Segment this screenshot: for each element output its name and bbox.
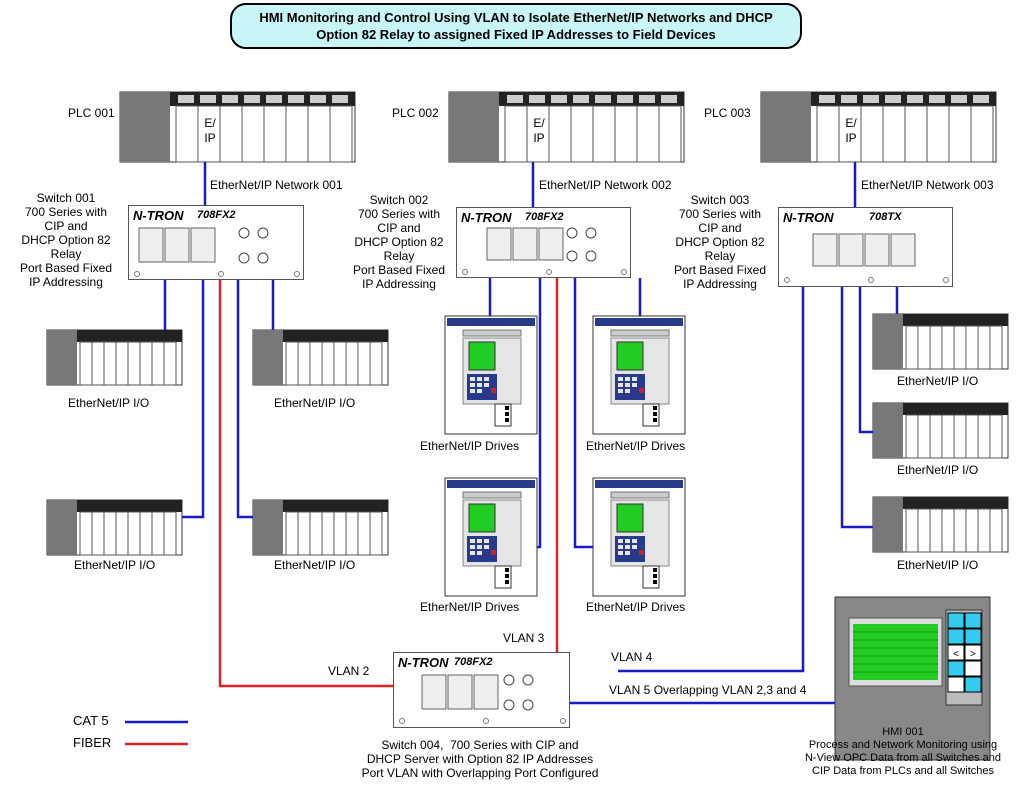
io-label: EtherNet/IP I/O <box>897 374 979 388</box>
switch-brand-logo: N-TRON <box>461 210 512 225</box>
vlan-2-label: VLAN 2 <box>328 664 370 678</box>
plc-002-label: PLC 002 <box>392 106 439 120</box>
switch-ports <box>462 227 627 275</box>
drive-label: EtherNet/IP Drives <box>420 439 520 453</box>
drive <box>592 315 686 435</box>
plc-002-eip-module: E/ IP <box>533 116 545 145</box>
switch-004-label: Switch 004, 700 Series with CIP and DHCP… <box>361 738 599 780</box>
switch-003: N-TRON 708TX <box>778 207 953 287</box>
drive <box>592 477 686 597</box>
io-module <box>872 496 1009 553</box>
io-module <box>46 499 183 556</box>
io-module <box>252 329 389 386</box>
switch-002-label: Switch 002 700 Series with CIP and DHCP … <box>352 193 446 291</box>
plc-001-eip-module: E/ IP <box>204 116 216 145</box>
vlan-4-label: VLAN 4 <box>611 650 653 664</box>
switch-001-label: Switch 001 700 Series with CIP and DHCP … <box>19 191 113 289</box>
io-module <box>872 313 1009 370</box>
switch-brand-logo: N-TRON <box>133 208 184 223</box>
switch-ports <box>134 227 300 277</box>
io-label: EtherNet/IP I/O <box>68 396 150 410</box>
io-label: EtherNet/IP I/O <box>897 558 979 572</box>
plc-003-label: PLC 003 <box>704 106 751 120</box>
title-line-1: HMI Monitoring and Control Using VLAN to… <box>259 10 773 25</box>
plc-001 <box>119 91 356 163</box>
vlan-3-label: VLAN 3 <box>503 631 545 645</box>
legend-fiber-label: FIBER <box>73 735 112 750</box>
drive <box>444 315 538 435</box>
drive <box>444 477 538 597</box>
io-module <box>46 329 183 386</box>
plc-003-eip-module: E/ IP <box>845 116 857 145</box>
switch-model: 708FX2 <box>197 209 236 221</box>
switch-ports <box>784 233 949 283</box>
switch-model: 708TX <box>869 211 902 223</box>
network-002-label: EtherNet/IP Network 002 <box>539 178 672 192</box>
vlan-5-label: VLAN 5 Overlapping VLAN 2,3 and 4 <box>609 683 807 697</box>
io-module <box>252 499 389 556</box>
drive-label: EtherNet/IP Drives <box>586 600 686 614</box>
io-label: EtherNet/IP I/O <box>897 463 979 477</box>
switch-001: N-TRON 708FX2 <box>128 205 304 280</box>
plc-003 <box>760 91 997 163</box>
switch-brand-logo: N-TRON <box>398 655 449 670</box>
plc-001-label: PLC 001 <box>68 106 115 120</box>
legend-cat5-label: CAT 5 <box>73 713 109 728</box>
title-line-2: Option 82 Relay to assigned Fixed IP Add… <box>316 27 716 42</box>
io-label: EtherNet/IP I/O <box>274 396 356 410</box>
hmi-panel: < > <box>834 596 991 761</box>
svg-text:<: < <box>953 649 959 660</box>
network-003-label: EtherNet/IP Network 003 <box>861 178 994 192</box>
plc-002 <box>448 91 685 163</box>
switch-002: N-TRON 708FX2 <box>456 207 631 278</box>
switch-model: 708FX2 <box>454 656 493 668</box>
svg-text:>: > <box>970 649 976 660</box>
switch-004: N-TRON 708FX2 <box>393 652 570 728</box>
hmi-label: HMI 001 Process and Network Monitoring u… <box>804 726 1002 777</box>
switch-brand-logo: N-TRON <box>783 210 834 225</box>
switch-model: 708FX2 <box>525 211 564 223</box>
diagram-title: HMI Monitoring and Control Using VLAN to… <box>230 3 802 49</box>
io-label: EtherNet/IP I/O <box>74 558 156 572</box>
switch-003-label: Switch 003 700 Series with CIP and DHCP … <box>673 193 767 291</box>
drive-label: EtherNet/IP Drives <box>420 600 520 614</box>
drive-label: EtherNet/IP Drives <box>586 439 686 453</box>
io-module <box>872 402 1009 459</box>
network-001-label: EtherNet/IP Network 001 <box>210 178 343 192</box>
switch-ports <box>399 674 566 724</box>
io-label: EtherNet/IP I/O <box>274 558 356 572</box>
